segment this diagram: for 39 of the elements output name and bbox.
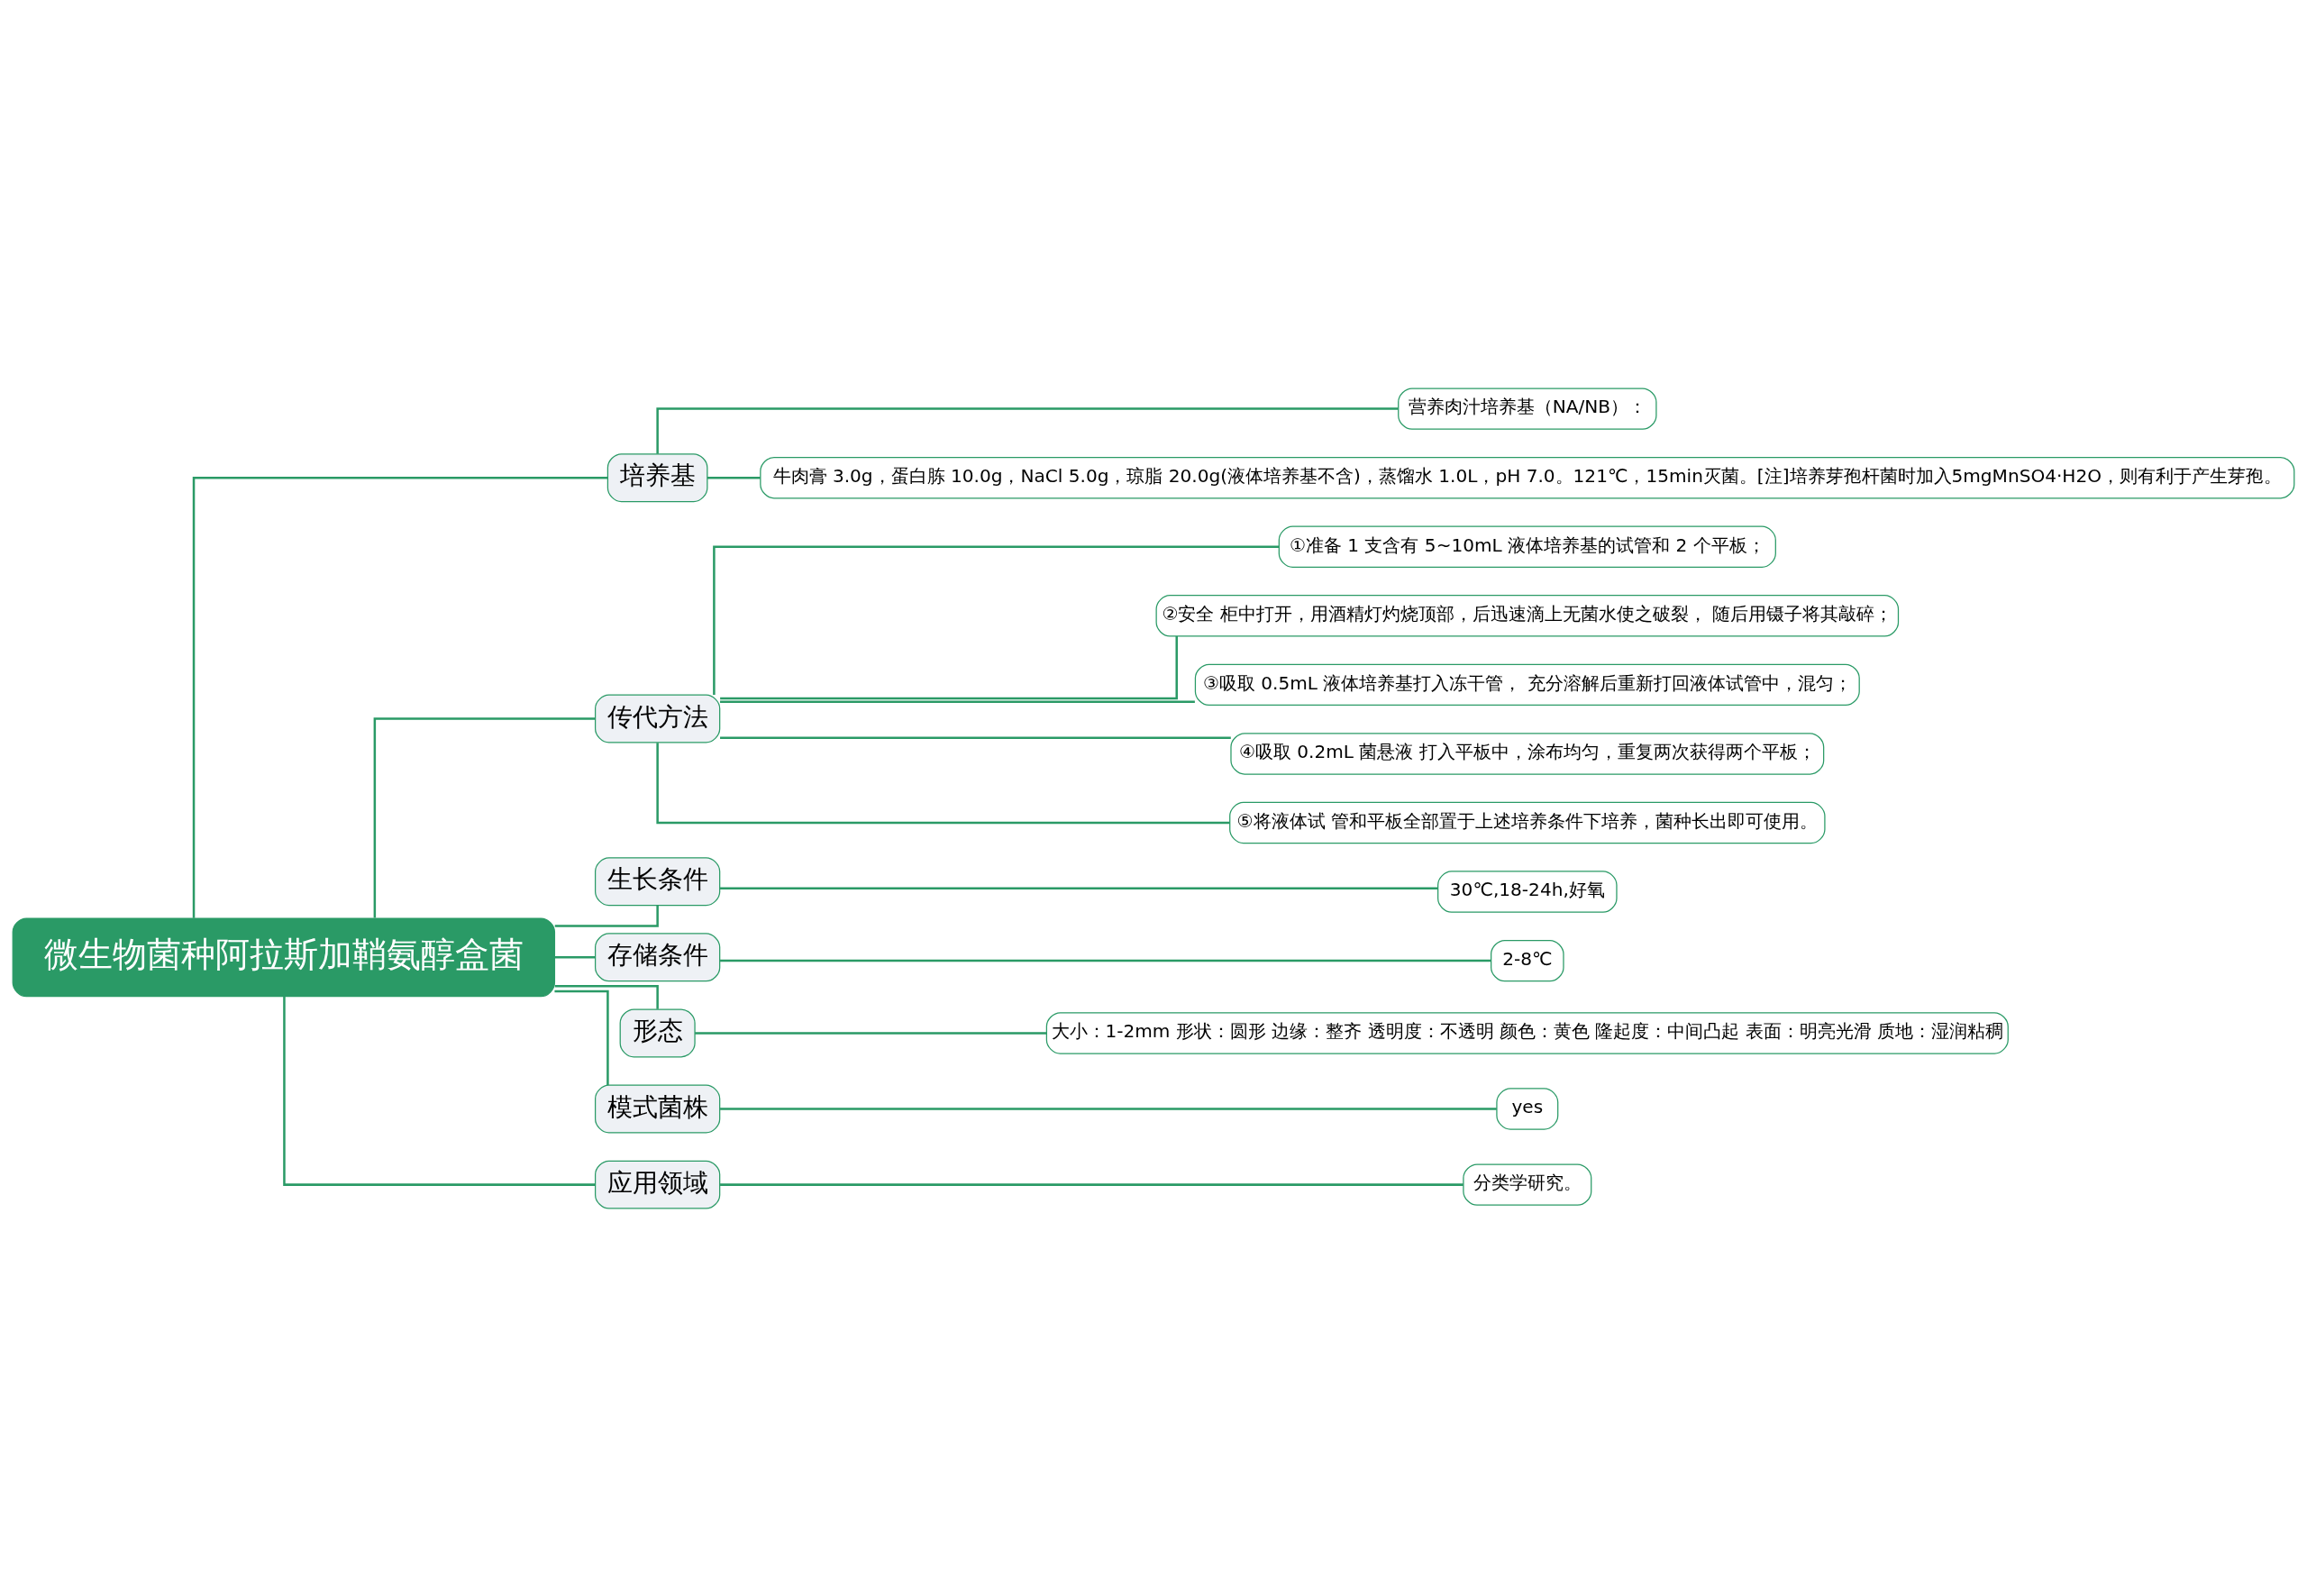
node-box: 分类学研究。 — [1463, 1163, 1592, 1206]
connector — [720, 959, 1491, 962]
connector — [192, 476, 608, 918]
node-box: ③吸取 0.5mL 液体培养基打入冻干管， 充分溶解后重新打回液体试管中，混匀； — [1194, 663, 1860, 706]
node-box: 模式菌株 — [594, 1084, 721, 1134]
connector — [554, 990, 609, 1085]
connector — [713, 545, 1280, 695]
connector — [554, 984, 659, 1009]
connector — [720, 635, 1178, 699]
node-box: 传代方法 — [594, 694, 721, 743]
connector — [720, 699, 1195, 703]
node-box: 大小：1-2mm 形状：圆形 边缘：整齐 透明度：不透明 颜色：黄色 隆起度：中间凸起 表面：明亮光滑 质地：湿润粘稠 — [1045, 1011, 2009, 1054]
connector — [554, 955, 596, 959]
node-box: 30℃,18-24h,好氧 — [1437, 870, 1618, 913]
node-box: ①准备 1 支含有 5~10mL 液体培养基的试管和 2 个平板； — [1278, 525, 1776, 568]
node-box: ④吸取 0.2mL 菌悬液 打入平板中，涂布均匀，重复两次获得两个平板； — [1230, 732, 1825, 775]
connector — [554, 905, 659, 927]
node-box: 2-8℃ — [1491, 939, 1564, 981]
node-box: 形态 — [619, 1008, 696, 1057]
connector — [720, 1107, 1497, 1110]
node-box: ②安全 柜中打开，用酒精灯灼烧顶部，后迅速滴上无菌水使之破裂， 随后用镊子将其敲碎； — [1155, 594, 1900, 636]
node-box: 应用领域 — [594, 1160, 721, 1209]
connector — [707, 476, 761, 479]
node-box: 生长条件 — [594, 856, 721, 906]
node-box: yes — [1496, 1087, 1559, 1130]
node-box: ⑤将液体试 管和平板全部置于上述培养条件下培养，菌种长出即可使用。 — [1229, 801, 1826, 844]
connector — [656, 406, 1399, 453]
connector — [373, 716, 596, 918]
node-box: 存储条件 — [594, 932, 721, 981]
connector — [695, 1031, 1047, 1035]
node-box: 培养基 — [606, 452, 708, 502]
connector — [720, 1182, 1464, 1186]
connector — [720, 736, 1231, 739]
connector — [720, 887, 1438, 889]
connector — [656, 742, 1230, 824]
node-box: 微生物菌种阿拉斯加鞘氨醇盒菌 — [12, 917, 556, 997]
node-box: 牛肉膏 3.0g，蛋白胨 10.0g，NaCl 5.0g，琼脂 20.0g(液体培养基不含)，蒸馏水 1.0L，pH 7.0。121℃，15min灭菌。[注]培养芽孢杆菌时加入5mgMnSO4·H2O，则有利于产生芽孢。 — [760, 456, 2295, 498]
node-box: 营养肉汁培养基（NA/NB）： — [1398, 387, 1657, 430]
connector — [283, 996, 596, 1186]
